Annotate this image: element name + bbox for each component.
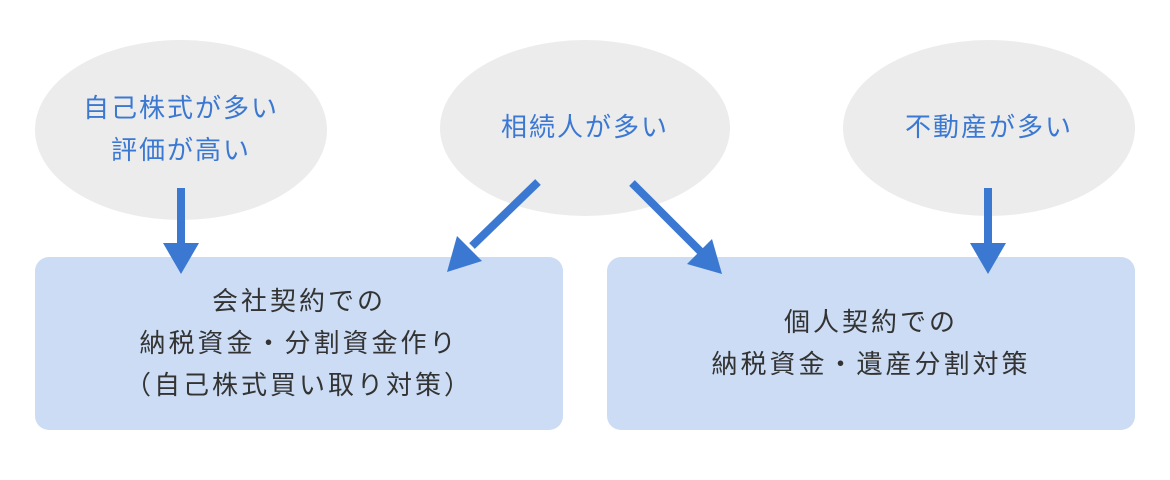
cause-text-line: 自己株式が多い [82, 94, 279, 124]
solution-box-corporate-contract: 会社契約での 納税資金・分割資金作り （自己株式買い取り対策） [35, 257, 563, 430]
cause-ellipse-many-heirs: 相続人が多い [440, 40, 730, 216]
cause-text-line: 不動産が多い [904, 113, 1073, 143]
solution-text-line: 会社契約での [211, 286, 386, 317]
cause-ellipse-real-estate: 不動産が多い [843, 40, 1135, 216]
cause-ellipse-treasury-shares: 自己株式が多い 評価が高い [35, 40, 327, 220]
cause-text-line: 相続人が多い [500, 113, 669, 143]
solution-box-personal-contract: 個人契約での 納税資金・遺産分割対策 [607, 257, 1135, 430]
solution-text-line: （自己株式買い取り対策） [124, 370, 473, 401]
solution-text-line: 納税資金・遺産分割対策 [711, 349, 1031, 380]
solution-text-line: 個人契約での [783, 307, 958, 338]
solution-text-line: 納税資金・分割資金作り [139, 328, 459, 359]
cause-text-line: 評価が高い [110, 136, 251, 166]
